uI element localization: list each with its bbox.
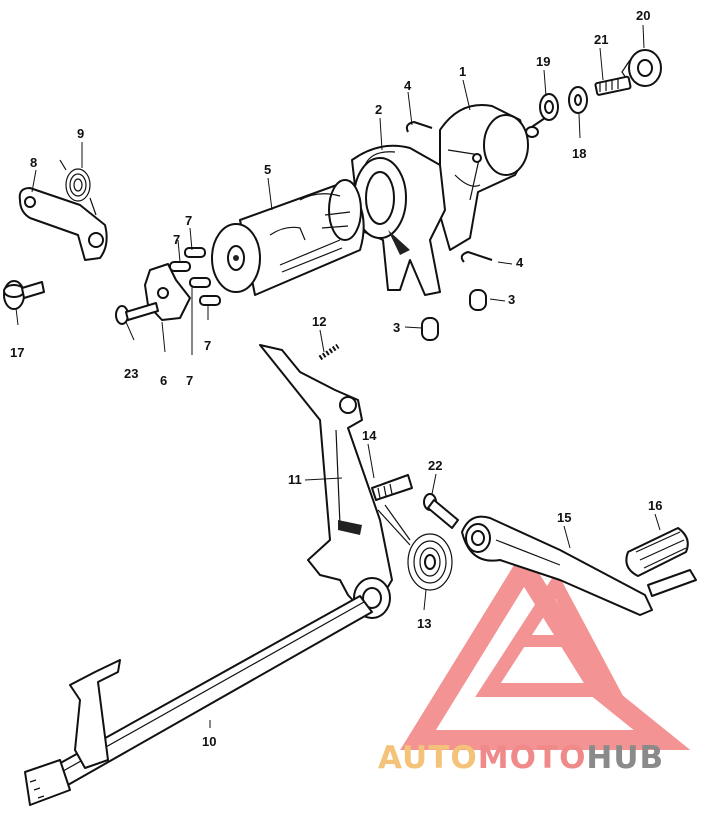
shift-arm-part	[259, 344, 393, 619]
watermark-logo	[400, 549, 691, 750]
callout-1: 1	[459, 64, 466, 79]
callout-17: 17	[10, 345, 24, 360]
callout-6: 6	[160, 373, 167, 388]
bolt-part-22	[423, 493, 459, 529]
stopper-arm-part	[18, 187, 108, 261]
watermark-auto: AUTO	[378, 740, 478, 776]
callout-22: 22	[428, 458, 442, 473]
callout-14: 14	[362, 428, 377, 443]
return-spring-part	[377, 504, 453, 591]
callout-7d: 7	[186, 373, 193, 388]
screw-part	[115, 302, 159, 325]
callout-7c: 7	[204, 338, 211, 353]
callout-3b: 3	[393, 320, 400, 335]
clip-parts	[405, 121, 493, 263]
callout-3a: 3	[508, 292, 515, 307]
callout-18: 18	[572, 146, 586, 161]
bolt-part	[594, 75, 632, 96]
svg-text:AUTOMOTOHUB: AUTOMOTOHUB	[378, 740, 664, 776]
callout-9: 9	[77, 126, 84, 141]
leader-lines	[15, 24, 661, 728]
callout-16: 16	[648, 498, 662, 513]
watermark-moto: MOTO	[478, 740, 587, 776]
washer-parts	[519, 86, 588, 138]
callout-12: 12	[312, 314, 326, 329]
callout-2: 2	[375, 102, 382, 117]
shift-fork-part-2	[351, 144, 446, 296]
pin-part-14	[371, 474, 413, 501]
callout-labels: 1 2 3 3 4 4 5 6 7 7 7 7 8 9 10 11 12 13 …	[10, 8, 662, 749]
pin-parts	[169, 247, 221, 306]
watermark-hub: HUB	[586, 740, 664, 776]
shift-pedal-part	[461, 515, 653, 616]
callout-13: 13	[417, 616, 431, 631]
callout-8: 8	[30, 155, 37, 170]
spring-part-9	[59, 159, 97, 216]
spring-part-12	[318, 343, 340, 361]
callout-5: 5	[264, 162, 271, 177]
callout-10: 10	[202, 734, 216, 749]
shift-spindle-part	[24, 595, 373, 806]
callout-11: 11	[288, 472, 302, 487]
callout-7a: 7	[185, 213, 192, 228]
pedal-rubber-part	[625, 527, 697, 597]
shift-drum-part	[211, 179, 365, 296]
washer-bolt-part	[3, 280, 45, 310]
callout-19: 19	[536, 54, 550, 69]
shift-fork-part-1	[439, 104, 529, 251]
callout-7b: 7	[173, 232, 180, 247]
callout-23: 23	[124, 366, 138, 381]
watermark-text: AUTOMOTOHUB	[378, 740, 664, 776]
callout-4a: 4	[404, 78, 412, 93]
callout-21: 21	[594, 32, 608, 47]
roller-parts	[421, 289, 487, 341]
callout-15: 15	[557, 510, 571, 525]
callout-4b: 4	[516, 255, 524, 270]
callout-20: 20	[636, 8, 650, 23]
cap-nut-part	[621, 49, 662, 87]
